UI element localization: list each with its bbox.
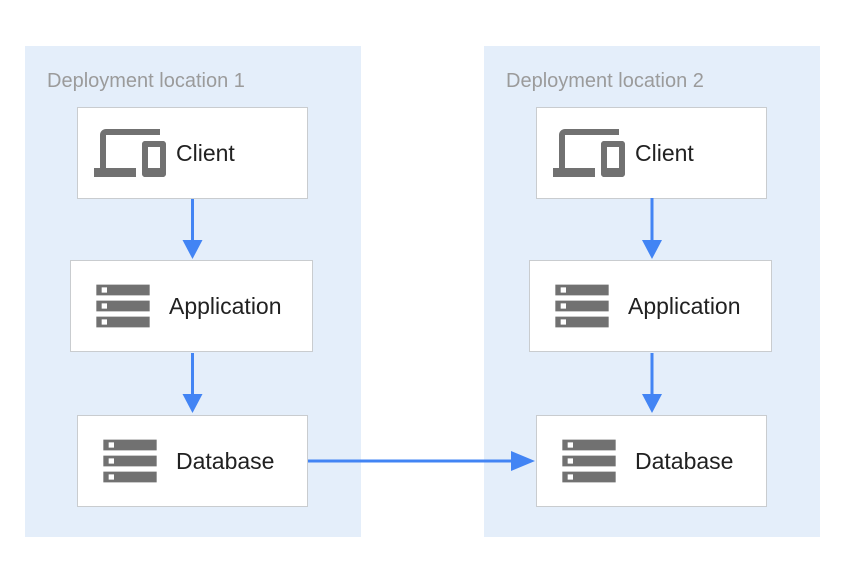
node-client-1: Client <box>77 107 308 199</box>
panel-title: Deployment location 2 <box>506 70 704 92</box>
devices-icon <box>90 117 170 189</box>
node-application-1: Application <box>70 260 313 352</box>
devices-icon <box>549 117 629 189</box>
node-database-1: Database <box>77 415 308 507</box>
storage-icon <box>90 429 170 493</box>
node-label: Client <box>176 139 235 166</box>
node-client-2: Client <box>536 107 767 199</box>
deployment-location-1-panel: Deployment location 1 Client Application <box>25 46 361 537</box>
storage-icon <box>549 429 629 493</box>
node-label: Application <box>628 292 741 319</box>
storage-icon <box>83 274 163 338</box>
node-label: Database <box>635 447 734 474</box>
storage-icon <box>542 274 622 338</box>
node-label: Client <box>635 139 694 166</box>
panel-title: Deployment location 1 <box>47 70 245 92</box>
deployment-location-2-panel: Deployment location 2 Client Application <box>484 46 820 537</box>
node-application-2: Application <box>529 260 772 352</box>
node-label: Application <box>169 292 282 319</box>
node-database-2: Database <box>536 415 767 507</box>
node-label: Database <box>176 447 275 474</box>
